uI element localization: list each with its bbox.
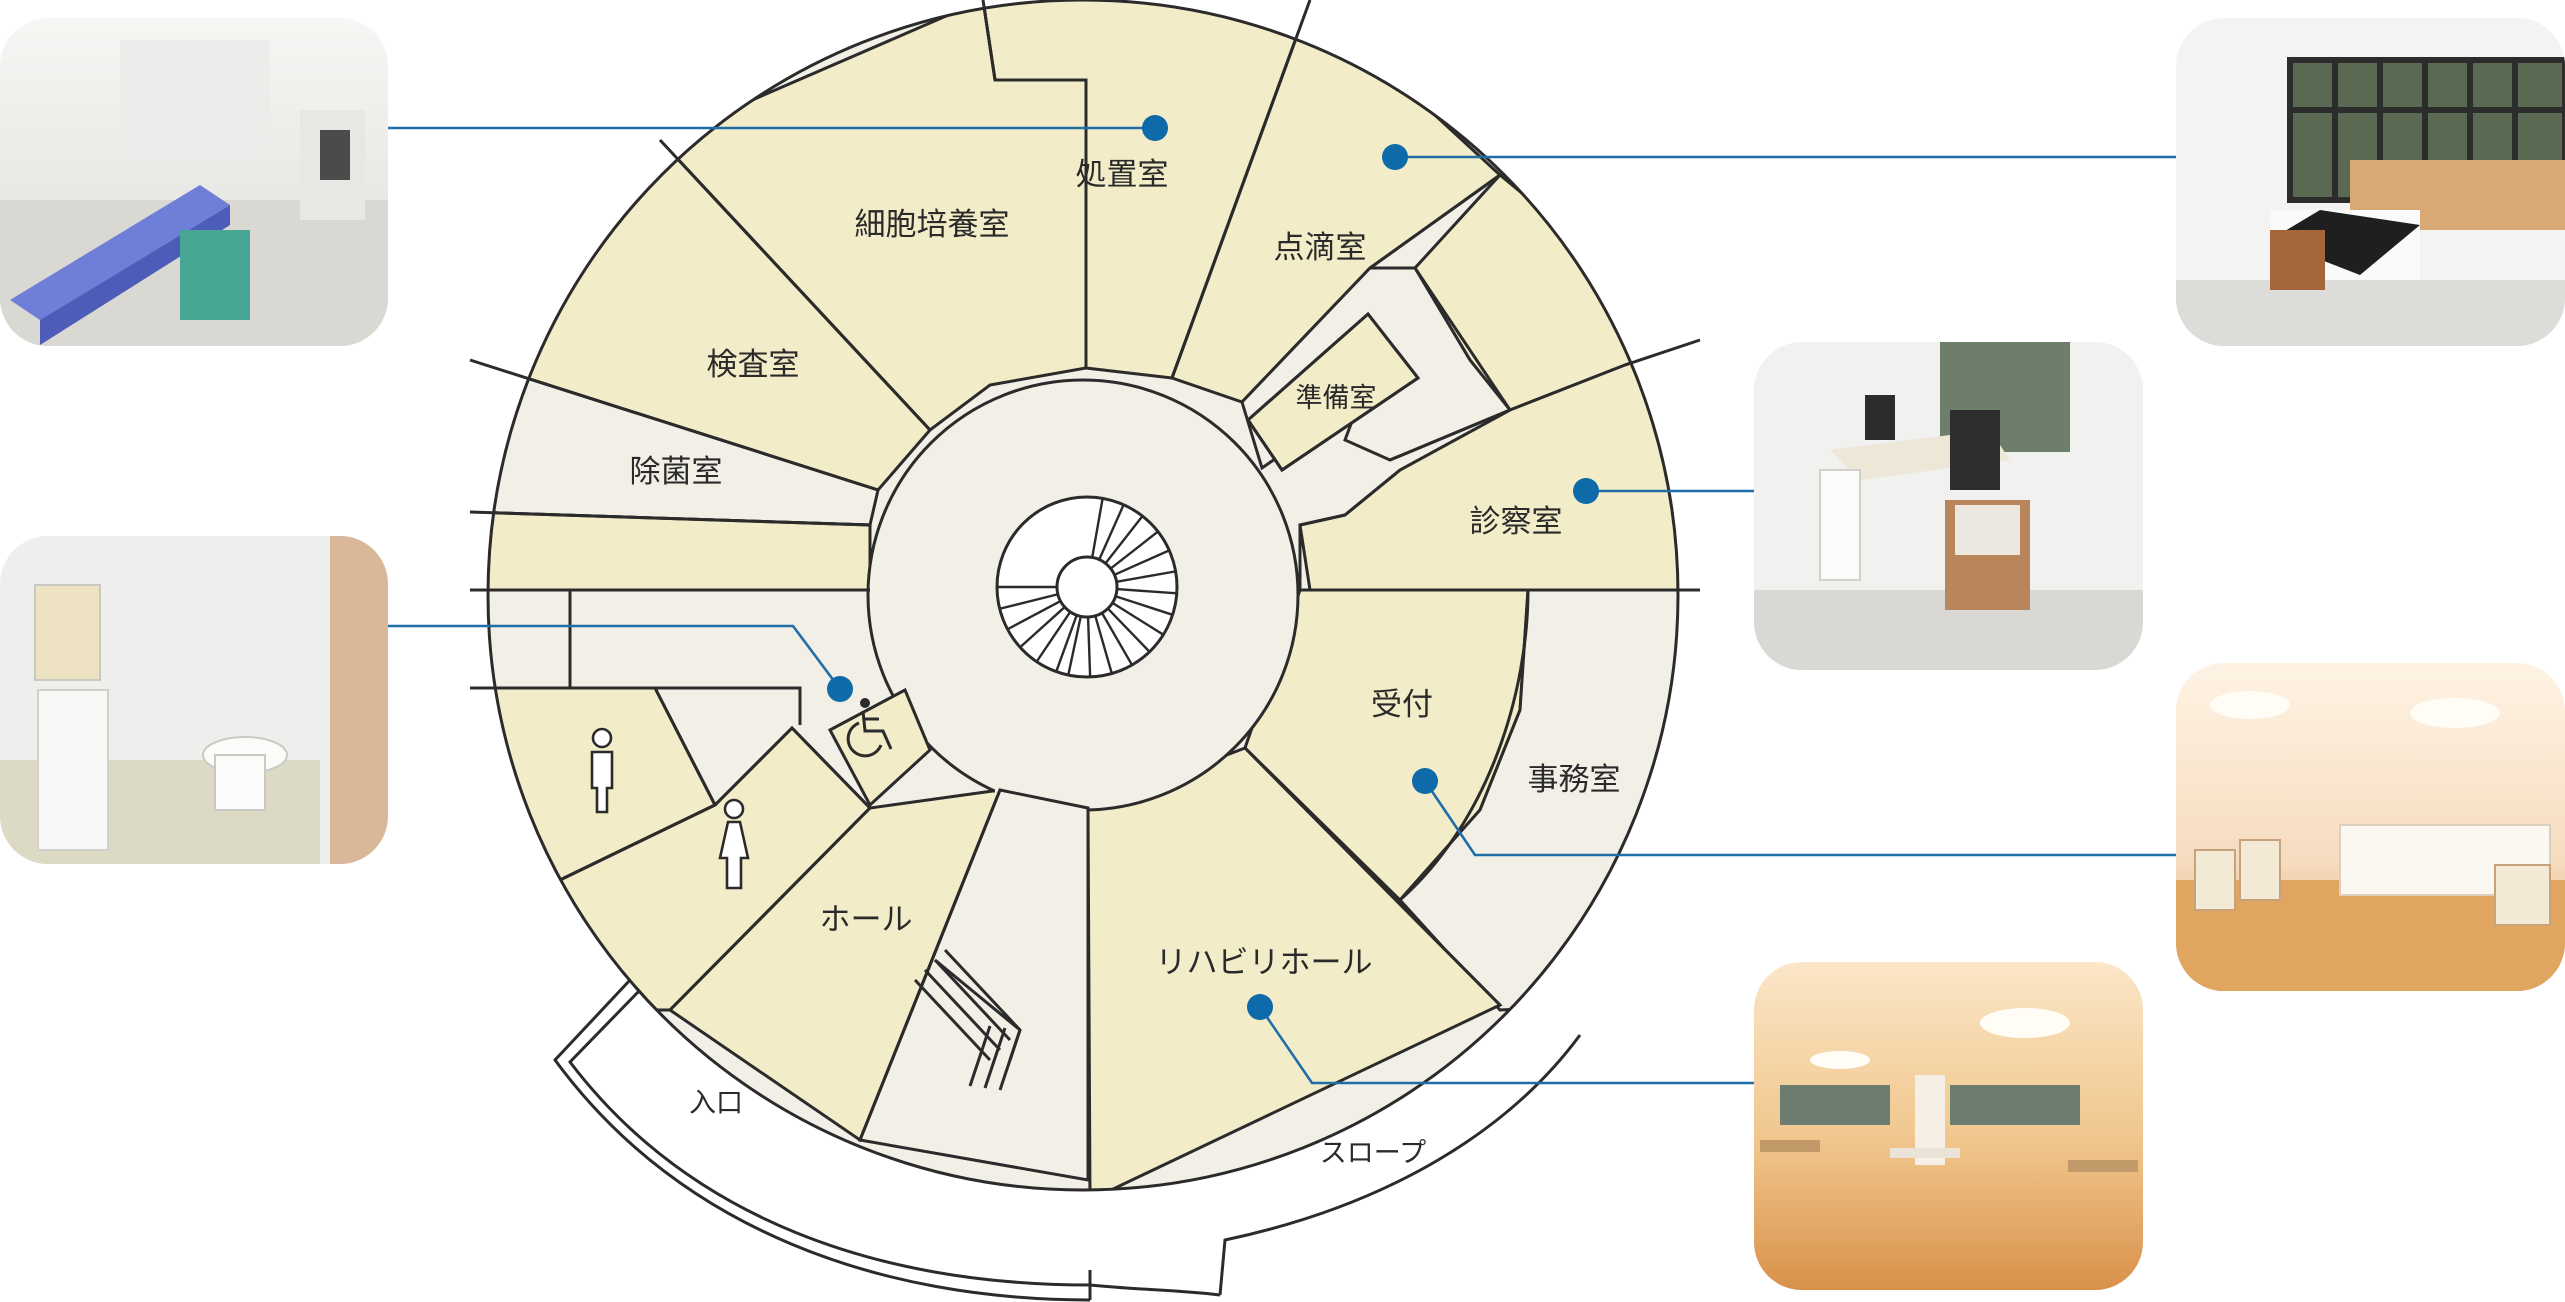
- spiral-step: [1106, 607, 1151, 653]
- callout-dot-treatment[interactable]: [1142, 115, 1168, 141]
- consultation-room-photo[interactable]: [1754, 342, 2143, 670]
- spiral-step: [1100, 612, 1134, 666]
- spiral-step: [1055, 614, 1078, 672]
- spiral-step: [1094, 615, 1113, 674]
- male-icon: [590, 727, 614, 814]
- label-reception: 受付: [1371, 687, 1433, 723]
- spiral-step: [1113, 549, 1170, 576]
- spiral-staircase-icon: [995, 495, 1179, 679]
- label-consultation: 診察室: [1470, 504, 1563, 540]
- label-entrance: 入口: [689, 1088, 743, 1119]
- spiral-step: [1115, 595, 1173, 616]
- callout-dot-restroom[interactable]: [827, 676, 853, 702]
- stairs-icon: [913, 948, 1022, 1091]
- spiral-step: [1019, 606, 1066, 649]
- spiral-step: [1006, 600, 1062, 631]
- label-exam: 検査室: [707, 347, 800, 383]
- wheelchair-icon: [846, 698, 893, 758]
- label-cell-culture: 細胞培養室: [855, 207, 1010, 243]
- callout-dot-consultation[interactable]: [1573, 478, 1599, 504]
- restroom-photo[interactable]: [0, 536, 388, 864]
- callout-dot-rehab[interactable]: [1247, 994, 1273, 1020]
- spiral-step: [1116, 587, 1177, 595]
- callout-dot-iv[interactable]: [1382, 144, 1408, 170]
- treatment-room-photo[interactable]: [0, 18, 388, 346]
- spiral-step: [1067, 616, 1082, 676]
- reception-photo[interactable]: [2176, 663, 2565, 991]
- label-hall: ホール: [820, 902, 913, 938]
- label-sterilization: 除菌室: [630, 454, 723, 490]
- label-treatment: 処置室: [1076, 157, 1169, 193]
- label-prep: 準備室: [1296, 383, 1377, 414]
- spiral-step: [1109, 530, 1159, 570]
- spiral-step: [1116, 570, 1176, 583]
- spiral-step: [1035, 611, 1072, 663]
- spiral-step: [1111, 601, 1164, 636]
- spiral-step: [1098, 504, 1125, 561]
- label-rehab-hall: リハビリホール: [1156, 945, 1373, 981]
- callout-line-restroom: [388, 624, 842, 690]
- callout-line-rehab: [1258, 1006, 1754, 1085]
- rehab-hall-photo[interactable]: [1754, 962, 2143, 1290]
- callouts: [388, 115, 2176, 1085]
- label-iv-drip: 点滴室: [1274, 230, 1367, 266]
- label-slope: スロープ: [1320, 1138, 1426, 1169]
- spiral-step: [1104, 515, 1144, 565]
- room-fills: [488, 0, 1678, 1190]
- spiral-step: [999, 593, 1059, 610]
- interior-walls: [469, 0, 1701, 1180]
- entrance-slope-walls: [553, 978, 1582, 1302]
- female-icon: [718, 798, 750, 890]
- callout-line-reception: [1423, 780, 2176, 857]
- outer-wall: [486, 0, 1680, 1192]
- spiral-step: [1086, 616, 1092, 677]
- callout-dot-reception[interactable]: [1412, 768, 1438, 794]
- floor-plan: 処置室 細胞培養室 点滴室 検査室 準備室 除菌室 診察室 受付 事務室 ホール…: [469, 0, 1701, 1302]
- label-office: 事務室: [1528, 762, 1621, 798]
- spiral-step: [1091, 498, 1104, 558]
- iv-drip-room-photo[interactable]: [2176, 18, 2565, 346]
